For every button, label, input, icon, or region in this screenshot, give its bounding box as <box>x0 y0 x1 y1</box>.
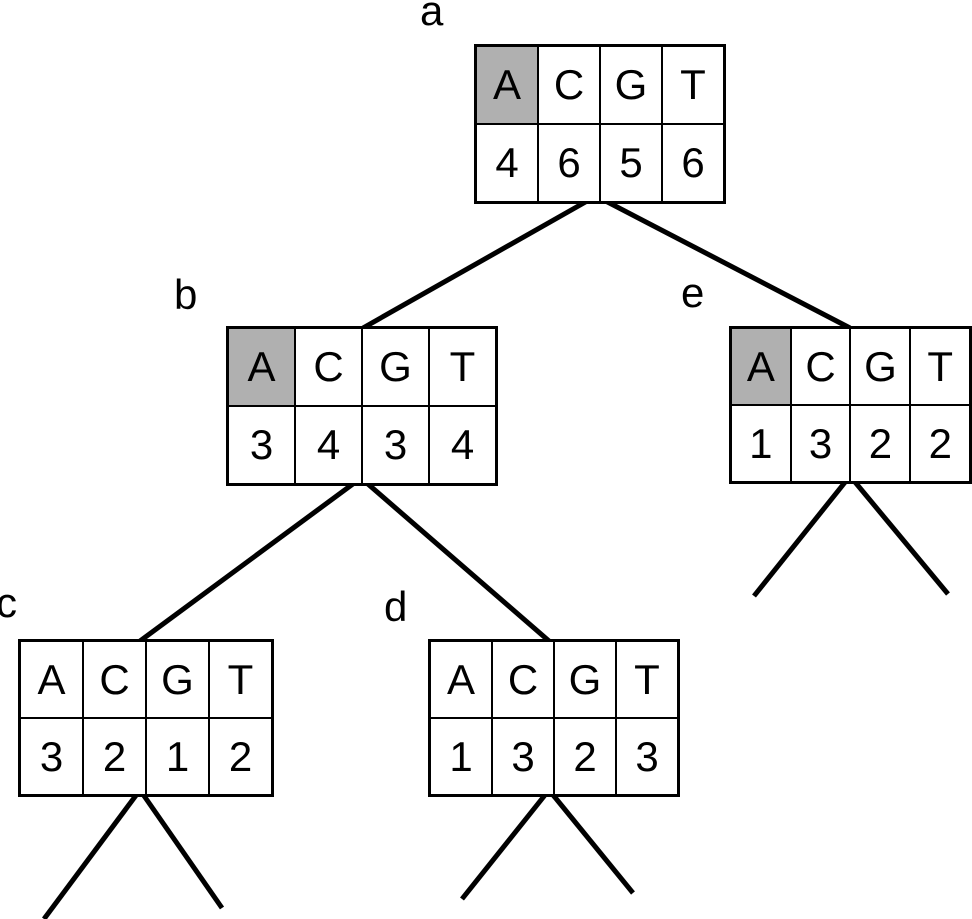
node-b-header-A: A <box>226 326 296 407</box>
edge-e-child-left <box>752 474 852 598</box>
edge-d-child-right <box>547 788 635 895</box>
node-c-label: c <box>0 579 17 626</box>
node-c-header-A: A <box>18 639 84 719</box>
node-e-count-row: 1 3 2 2 <box>729 404 972 484</box>
node-a-count-C: 6 <box>537 123 601 204</box>
node-d-count-A: 1 <box>428 717 493 797</box>
node-a-header-C: C <box>537 44 601 125</box>
node-e-header-G: G <box>849 326 912 406</box>
node-d-count-T: 3 <box>615 717 680 797</box>
node-b-header-T: T <box>428 326 498 407</box>
node-c-header-T: T <box>208 639 274 719</box>
node-b-count-row: 3 4 3 4 <box>226 405 498 486</box>
node-a-header-G: G <box>599 44 663 125</box>
node-e-count-A: 1 <box>729 404 792 484</box>
edge-b-c <box>138 475 363 644</box>
node-a-header-A: A <box>474 44 539 125</box>
node-d-header-row: A C G T <box>428 639 680 719</box>
node-c-table: A C G T 3 2 1 2 <box>18 639 274 797</box>
node-b-header-row: A C G T <box>226 326 498 407</box>
node-a-count-row: 4 6 5 6 <box>474 123 726 204</box>
node-e-header-C: C <box>789 326 852 406</box>
node-c-count-A: 3 <box>18 717 84 797</box>
edge-c-child-right <box>137 788 225 910</box>
node-b-header-G: G <box>361 326 430 407</box>
node-e-header-A: A <box>729 326 792 406</box>
node-c-count-row: 3 2 1 2 <box>18 717 274 797</box>
node-e-table: A C G T 1 3 2 2 <box>729 326 972 484</box>
node-b-header-C: C <box>294 326 363 407</box>
node-c-count-T: 2 <box>208 717 274 797</box>
node-a-count-T: 6 <box>661 123 726 204</box>
node-b-table: A C G T 3 4 3 4 <box>226 326 498 486</box>
node-a-count-G: 5 <box>599 123 663 204</box>
edge-c-child-left <box>41 788 143 919</box>
edge-b-d <box>359 476 551 643</box>
node-b-count-T: 4 <box>428 405 498 486</box>
node-a-label: a <box>420 0 444 34</box>
node-e-count-G: 2 <box>849 404 912 484</box>
node-d-count-row: 1 3 2 3 <box>428 717 680 797</box>
node-a-header-T: T <box>661 44 726 125</box>
node-c-count-C: 2 <box>82 717 147 797</box>
node-e-header-T: T <box>909 326 972 406</box>
node-b-label: b <box>174 271 198 318</box>
node-b-count-C: 4 <box>294 405 363 486</box>
node-e-count-T: 2 <box>909 404 972 484</box>
node-d-header-A: A <box>428 639 493 719</box>
node-a-header-row: A C G T <box>474 44 726 125</box>
node-a-count-A: 4 <box>474 123 539 204</box>
node-d-label: d <box>384 583 408 630</box>
node-b-count-A: 3 <box>226 405 296 486</box>
node-d-header-T: T <box>615 639 680 719</box>
node-d-count-G: 2 <box>553 717 617 797</box>
node-c-header-C: C <box>82 639 147 719</box>
node-d-header-C: C <box>491 639 555 719</box>
edge-a-b <box>361 193 598 331</box>
node-d-header-G: G <box>553 639 617 719</box>
edge-d-child-left <box>460 788 551 901</box>
node-c-count-G: 1 <box>145 717 210 797</box>
node-e-count-C: 3 <box>789 404 852 484</box>
node-d-count-C: 3 <box>491 717 555 797</box>
node-a-table: A C G T 4 6 5 6 <box>474 44 726 204</box>
node-c-header-G: G <box>145 639 210 719</box>
node-c-header-row: A C G T <box>18 639 274 719</box>
edge-a-e <box>594 193 852 331</box>
node-d-table: A C G T 1 3 2 3 <box>428 639 680 797</box>
node-b-count-G: 3 <box>361 405 430 486</box>
edge-e-child-right <box>848 474 950 596</box>
node-e-header-row: A C G T <box>729 326 972 406</box>
node-e-label: e <box>681 269 705 316</box>
